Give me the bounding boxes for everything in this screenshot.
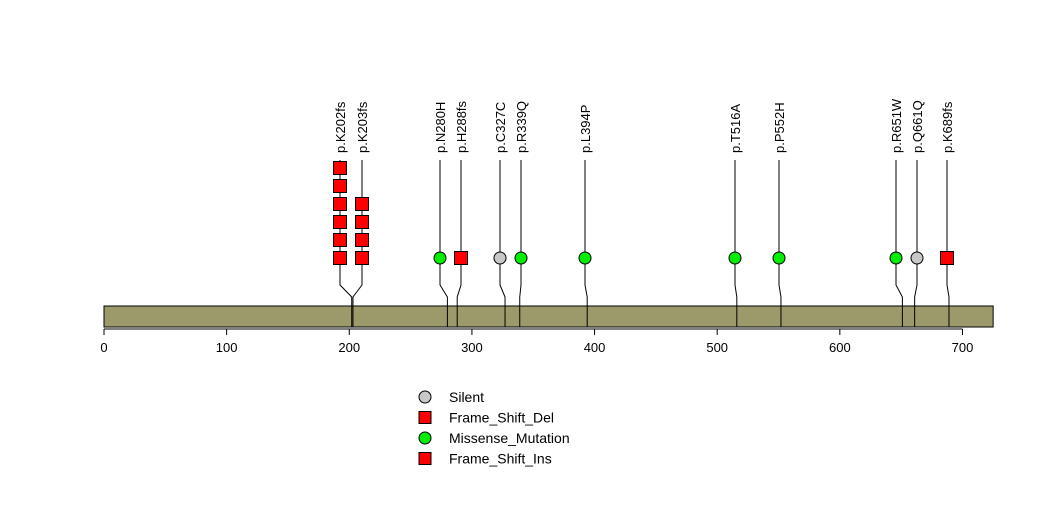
mutation-label: p.R651W <box>889 98 904 153</box>
mutation-marker-circle <box>728 251 742 265</box>
mutation-marker-square <box>333 233 347 247</box>
mutation-label: p.L394P <box>578 105 593 153</box>
legend-marker-circle <box>418 390 432 404</box>
legend-label: Frame_Shift_Ins <box>449 451 552 467</box>
x-tick-label: 200 <box>338 340 360 355</box>
mutation-stem <box>946 160 950 327</box>
mutation-marker-square <box>940 251 954 265</box>
mutation-marker-square <box>333 197 347 211</box>
x-tick-label: 700 <box>952 340 974 355</box>
x-tick-label: 600 <box>829 340 851 355</box>
mutation-stem <box>778 160 782 327</box>
mutation-marker-circle <box>514 251 528 265</box>
x-tick-label: 0 <box>100 340 107 355</box>
mutation-marker-circle <box>889 251 903 265</box>
mutation-marker-square <box>355 233 369 247</box>
mutation-marker-circle <box>493 251 507 265</box>
mutation-marker-circle <box>433 251 447 265</box>
mutation-marker-circle <box>910 251 924 265</box>
mutation-stem <box>914 160 918 327</box>
mutation-stem <box>519 160 522 327</box>
mutation-marker-square <box>355 215 369 229</box>
mutation-marker-square <box>454 251 468 265</box>
mutation-marker-square <box>333 215 347 229</box>
mutation-label: p.N280H <box>433 102 448 153</box>
mutation-label: p.R339Q <box>514 101 529 153</box>
x-tick-label: 100 <box>216 340 238 355</box>
mutation-label: p.Q661Q <box>910 100 925 153</box>
legend-label: Missense_Mutation <box>449 430 570 446</box>
mutation-label: p.P552H <box>772 102 787 153</box>
mutation-stem <box>584 160 588 327</box>
mutation-label: p.H288fs <box>454 100 469 153</box>
x-tick-label: 500 <box>706 340 728 355</box>
mutation-marker-circle <box>772 251 786 265</box>
legend-marker-square <box>418 452 432 465</box>
mutation-stem <box>456 160 462 327</box>
mutation-label: p.K689fs <box>940 101 955 153</box>
mutation-marker-square <box>333 251 347 265</box>
protein-bar <box>103 305 994 328</box>
mutation-marker-square <box>333 179 347 193</box>
mutation-marker-square <box>355 197 369 211</box>
mutation-stem <box>734 160 738 327</box>
mutation-label: p.T516A <box>728 104 743 153</box>
legend-marker-square <box>418 411 432 424</box>
legend-label: Silent <box>449 389 484 405</box>
mutation-stem <box>895 160 903 327</box>
mutation-label: p.K203fs <box>355 101 370 153</box>
mutation-marker-circle <box>578 251 592 265</box>
x-tick-label: 400 <box>584 340 606 355</box>
mutation-label: p.C327C <box>493 102 508 153</box>
mutation-stem <box>439 160 448 327</box>
mutation-marker-square <box>355 251 369 265</box>
x-tick-label: 300 <box>461 340 483 355</box>
mutation-label: p.K202fs <box>333 101 348 153</box>
legend-marker-circle <box>418 431 432 445</box>
legend-label: Frame_Shift_Del <box>449 410 554 426</box>
mutation-marker-square <box>333 161 347 175</box>
mutation-stem <box>499 160 506 327</box>
